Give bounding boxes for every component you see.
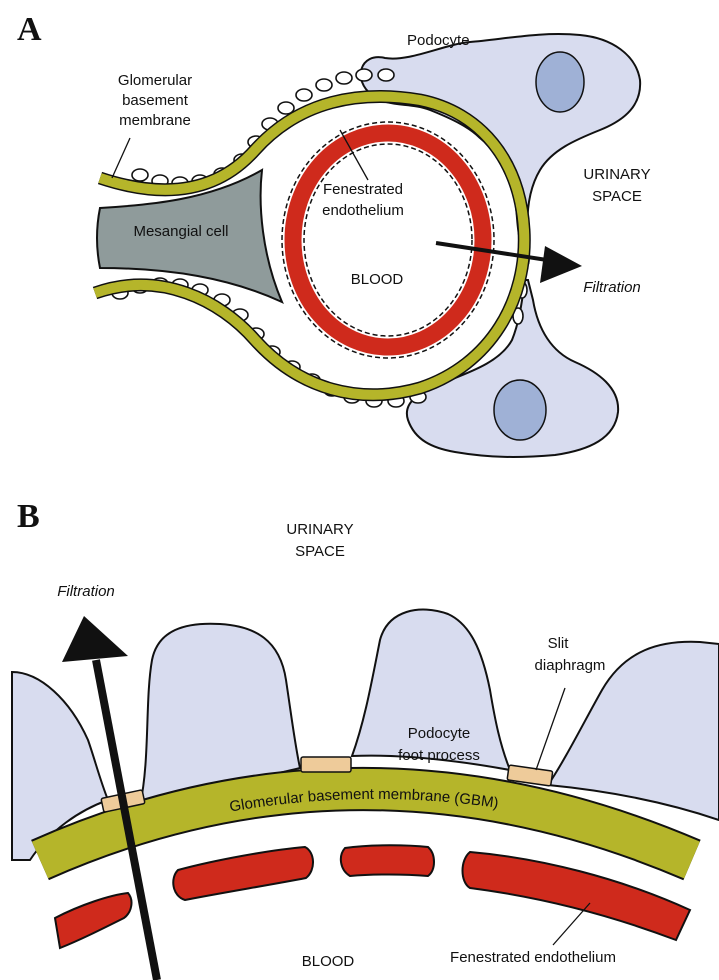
label-podocyte: Podocyte <box>407 32 470 49</box>
label-urinary-space-a-2: SPACE <box>592 188 642 205</box>
label-slit-2: diaphragm <box>535 657 606 674</box>
label-urinary-space-b-2: SPACE <box>295 543 345 560</box>
panel-b: B URINARY SPACE Filtration Slit diaphra <box>12 498 719 980</box>
foot-process-3 <box>352 610 510 770</box>
label-filtration-b: Filtration <box>57 583 115 600</box>
endothelial-cell-2 <box>173 847 313 900</box>
label-urinary-space-a-1: URINARY <box>583 166 650 183</box>
endothelial-cell-1 <box>55 893 131 948</box>
label-blood-b: BLOOD <box>302 953 355 970</box>
fenestrated-leader-b <box>553 903 590 945</box>
label-blood-a: BLOOD <box>351 271 404 288</box>
gbm-leader-a <box>112 138 130 178</box>
endothelium-ring <box>282 122 494 358</box>
filtration-arrowhead-a <box>540 246 582 283</box>
label-fenestrated-b: Fenestrated endothelium <box>450 949 616 966</box>
label-gbm-3: membrane <box>119 112 191 129</box>
label-foot-process-2: foot process <box>398 747 480 764</box>
panel-b-letter: B <box>17 498 40 535</box>
label-fenestrated-a-1: Fenestrated <box>323 181 403 198</box>
label-gbm-2: basement <box>122 92 189 109</box>
podocyte-nucleus-upper <box>536 52 584 112</box>
panel-a: A <box>17 11 651 457</box>
slit-diaphragm-2 <box>301 757 351 772</box>
filtration-arrowhead-b <box>62 616 128 662</box>
panel-a-letter: A <box>17 11 42 48</box>
label-gbm-1: Glomerular <box>118 72 192 89</box>
label-filtration-a: Filtration <box>583 279 641 296</box>
label-foot-process-1: Podocyte <box>408 725 471 742</box>
label-mesangial-cell: Mesangial cell <box>133 223 228 240</box>
slit-leader <box>536 688 565 770</box>
podocyte-nucleus-lower <box>494 380 546 440</box>
label-slit-1: Slit <box>548 635 570 652</box>
endothelial-cell-3 <box>341 845 434 876</box>
label-urinary-space-b-1: URINARY <box>286 521 353 538</box>
label-fenestrated-a-2: endothelium <box>322 202 404 219</box>
